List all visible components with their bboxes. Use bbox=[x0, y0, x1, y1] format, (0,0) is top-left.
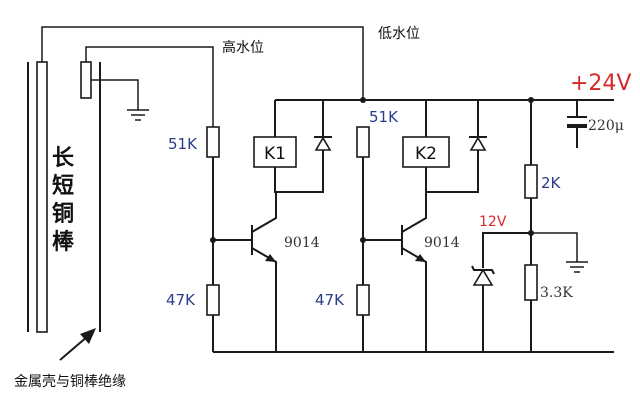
r3-label: 2K bbox=[541, 174, 562, 192]
housing-ground-wire bbox=[91, 79, 139, 110]
cap-value: 220μ bbox=[588, 118, 624, 134]
zener-top-wire bbox=[482, 232, 531, 268]
t2-label: 9014 bbox=[424, 235, 460, 251]
t1-emitter bbox=[251, 247, 277, 352]
long-rod bbox=[36, 61, 48, 333]
relay-k1 bbox=[253, 136, 297, 168]
rods-label-3: 铜 bbox=[52, 201, 74, 227]
right-ground-wire bbox=[531, 232, 578, 262]
r2-bottom-label: 47K bbox=[315, 291, 345, 309]
resistor-51k-2 bbox=[356, 126, 370, 158]
cap-plate-bottom bbox=[567, 124, 587, 128]
k2-diode bbox=[469, 136, 487, 151]
insulation-note: 金属壳与铜棒绝缘 bbox=[14, 373, 126, 390]
t1-emitter-arrow bbox=[265, 254, 276, 262]
t1-label: 9014 bbox=[284, 235, 320, 251]
resistor-3-3k bbox=[524, 264, 538, 301]
resistor-47k-2 bbox=[356, 284, 370, 316]
r1-top-label: 51K bbox=[168, 135, 198, 153]
relay-k1-label: K1 bbox=[264, 144, 286, 164]
resistor-47k-1 bbox=[206, 284, 220, 316]
high-water-wire bbox=[85, 46, 214, 127]
ground-icon-housing bbox=[127, 109, 149, 121]
r2-top-label: 51K bbox=[369, 108, 399, 126]
high-water-label: 高水位 bbox=[222, 39, 264, 56]
supply-label: +24V bbox=[570, 71, 631, 96]
r4-label: 3.3K bbox=[540, 285, 573, 301]
rods-label-1: 长 bbox=[52, 146, 75, 171]
short-rod bbox=[80, 61, 92, 99]
low-water-wire bbox=[41, 26, 364, 100]
ground-icon-right bbox=[566, 261, 588, 273]
low-water-label: 低水位 bbox=[378, 26, 420, 42]
relay-k2 bbox=[402, 136, 450, 168]
rods-label-2: 短 bbox=[52, 174, 74, 199]
relay-k2-label: K2 bbox=[415, 144, 437, 164]
t1-collector bbox=[251, 192, 277, 233]
t2-emitter bbox=[401, 247, 427, 352]
r1-bottom-label: 47K bbox=[166, 291, 196, 309]
zener-bar bbox=[471, 265, 495, 275]
insulation-arrow bbox=[59, 328, 96, 361]
k1-diode bbox=[314, 136, 332, 151]
zener-diode bbox=[472, 268, 494, 286]
resistor-2k bbox=[524, 164, 538, 199]
resistor-51k-1 bbox=[206, 126, 220, 158]
t2-collector bbox=[401, 192, 427, 233]
t2-emitter-arrow bbox=[415, 254, 426, 262]
node-rail-right bbox=[528, 97, 534, 103]
zener-label: 12V bbox=[479, 214, 507, 230]
rods-label-4: 棒 bbox=[52, 230, 75, 255]
node-rail-low bbox=[360, 97, 366, 103]
